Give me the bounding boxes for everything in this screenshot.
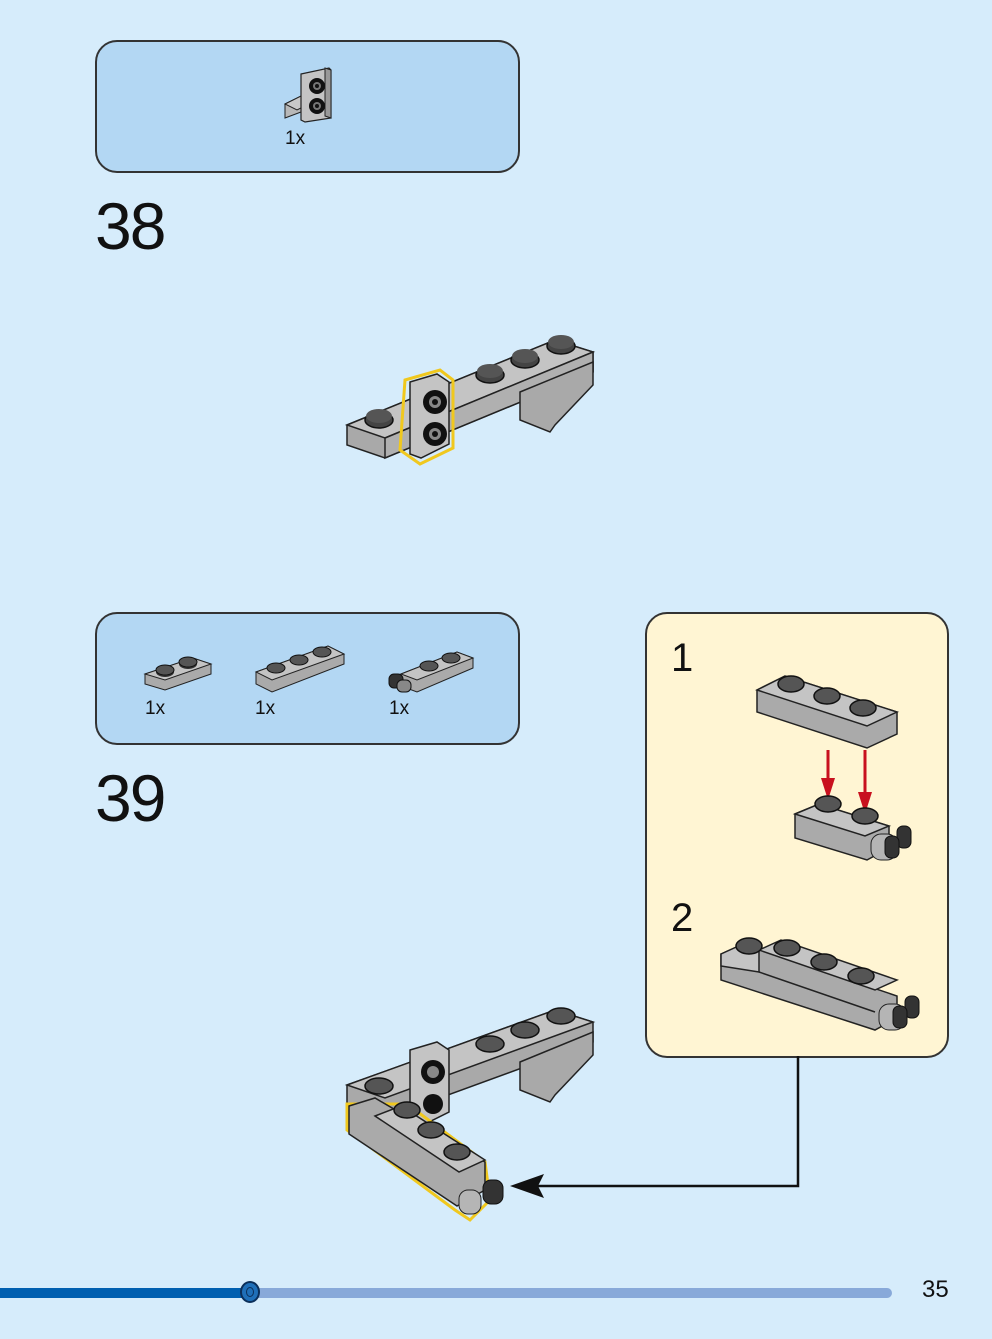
part-plate-1x3-icon (254, 645, 346, 693)
part-angle-bracket-icon (283, 67, 332, 123)
page-number: 35 (922, 1276, 949, 1303)
part-quantity: 1x (285, 128, 306, 149)
substep-number-1: 1 (671, 636, 694, 680)
progress-bar (0, 1281, 892, 1303)
substep-2-illustration (720, 937, 920, 1031)
part-quantity: 1x (389, 698, 410, 719)
substep-1-illustration (755, 675, 912, 861)
part-hinge-plate-icon (388, 651, 475, 693)
step-38-model-illustration (344, 335, 596, 466)
step-number-38: 38 (95, 189, 166, 263)
highlight-outline (398, 368, 455, 466)
step-number-39: 39 (95, 761, 166, 835)
progress-fill (0, 1288, 250, 1298)
part-plate-1x2-icon (143, 656, 213, 691)
progress-marker (239, 1281, 260, 1303)
part-quantity: 1x (145, 698, 166, 719)
parts-list-step-38: 1x (95, 40, 520, 173)
sub-assembly-connector-arrow (510, 1056, 800, 1198)
sub-assembly-box: 1 2 (645, 612, 949, 1058)
parts-list-step-39: 1x 1x 1x (95, 612, 520, 745)
substep-number-2: 2 (671, 896, 694, 940)
step-39-model-illustration (344, 1007, 596, 1222)
part-quantity: 1x (255, 698, 276, 719)
